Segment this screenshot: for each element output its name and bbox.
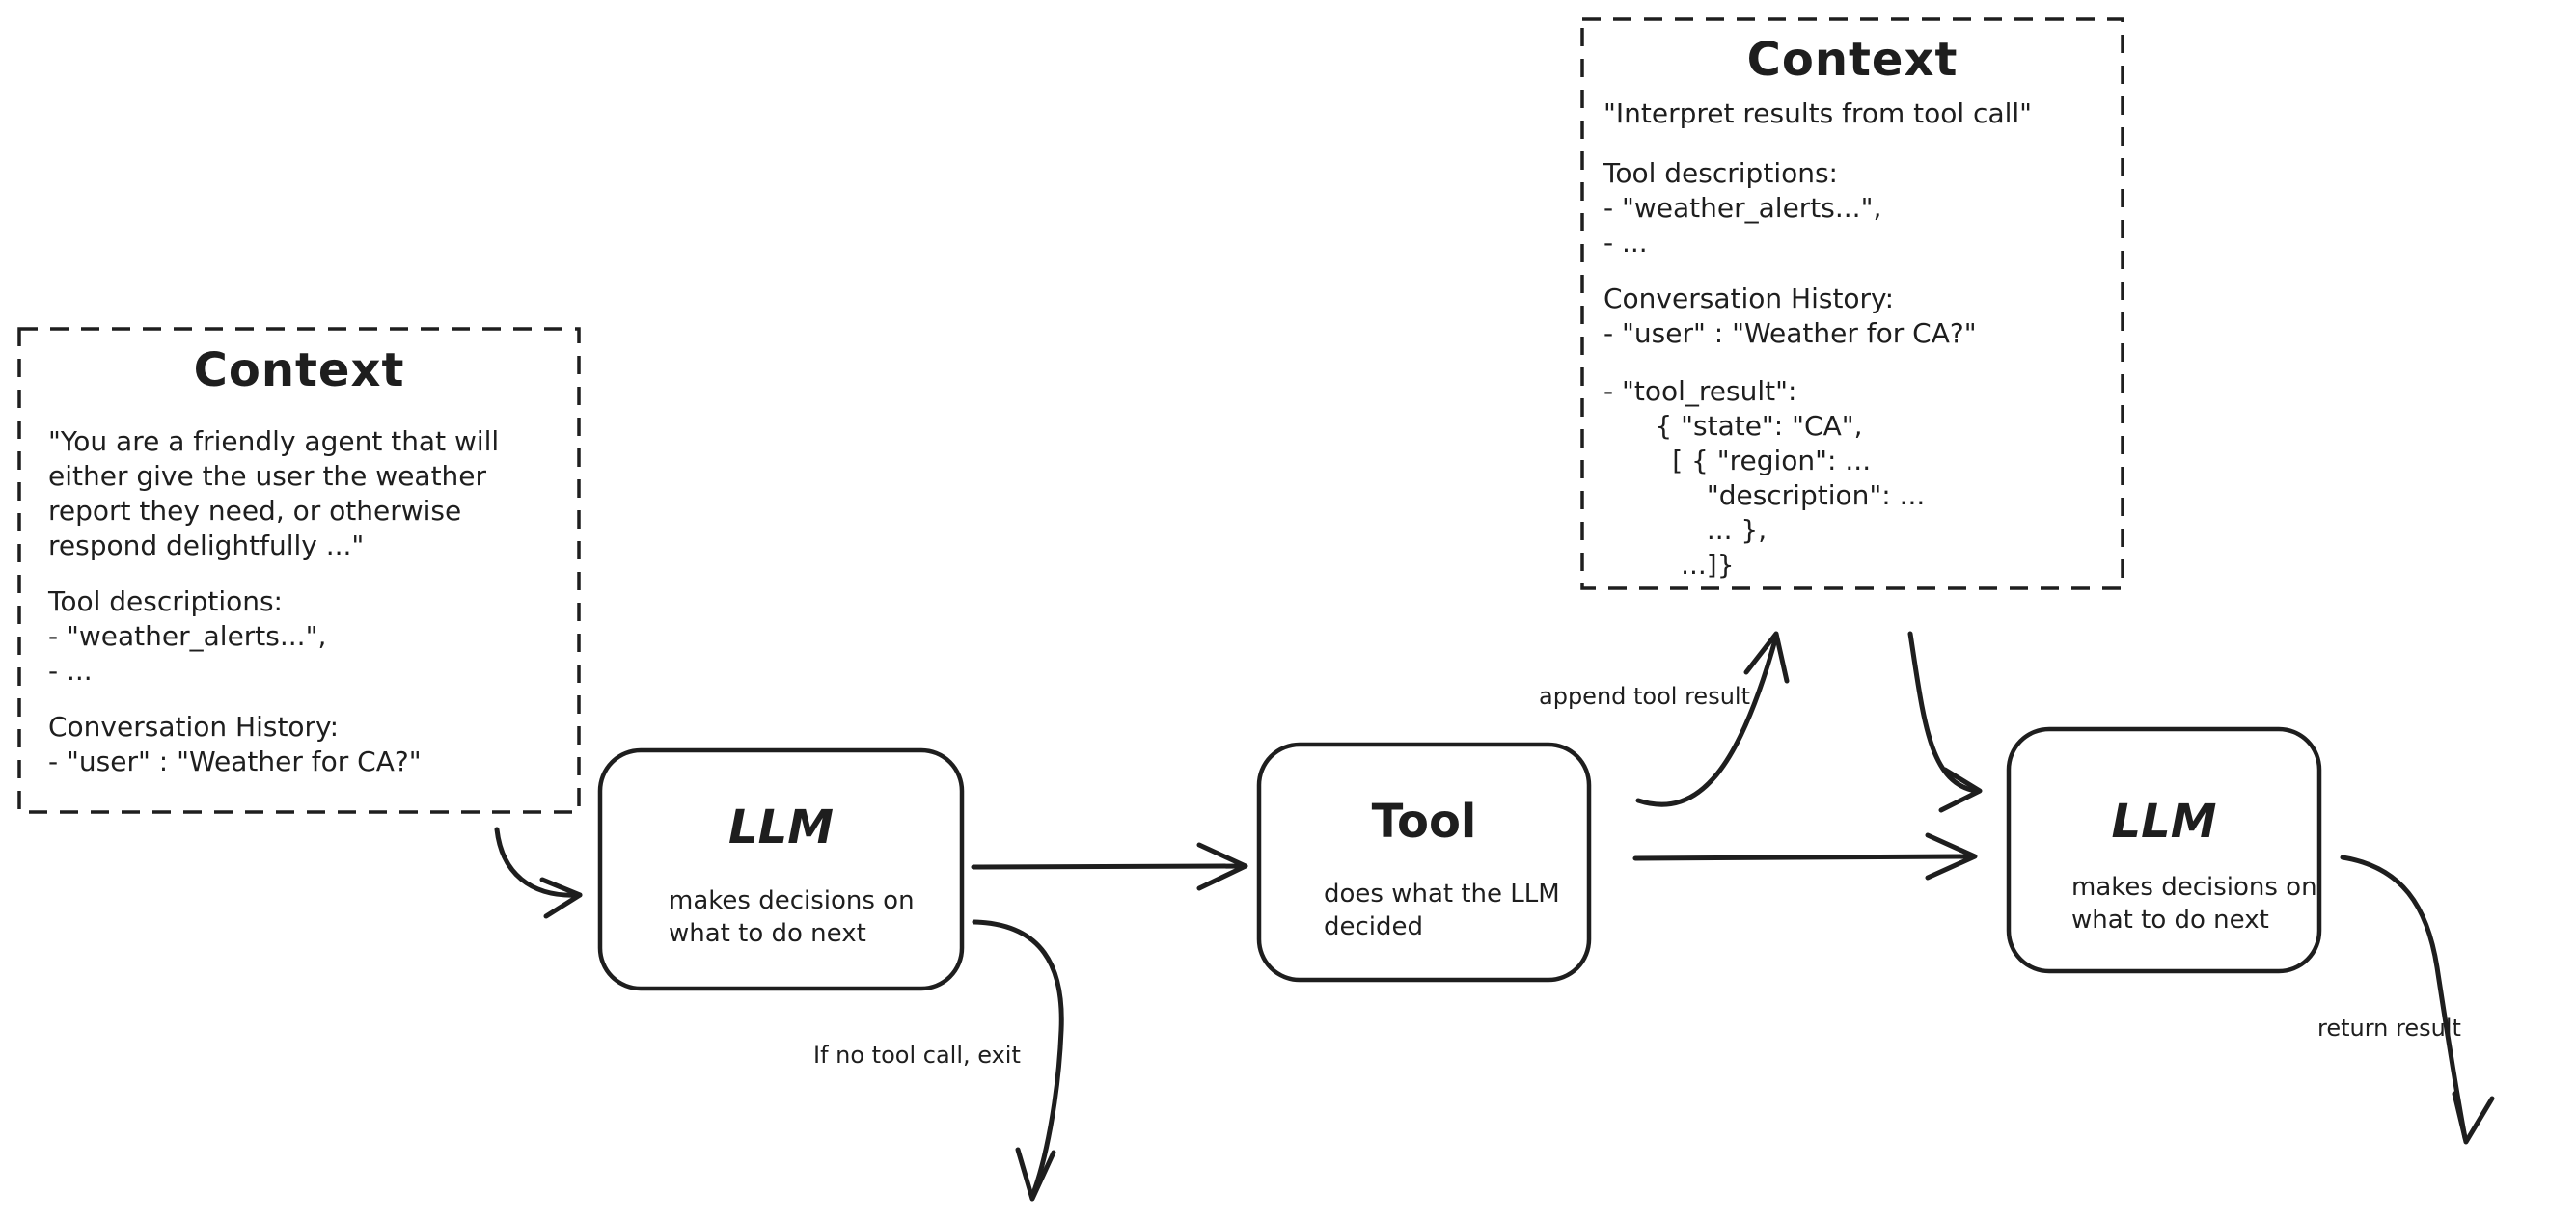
context-after-tool-body: "Interpret results from tool call" Tool … [1603,96,2110,583]
context-after-tool-box: Context [1582,33,2123,87]
llm-first-node-title: LLM [728,800,834,855]
conversation-history-text: Conversation History: - "user" : "Weathe… [1603,283,1977,349]
interpret-instruction-text: "Interpret results from tool call" [1603,97,2033,129]
context-initial-title: Context [193,343,405,397]
llm-second-node-subtitle: makes decisions on what to do next [2071,873,2317,935]
system-prompt-text: "You are a friendly agent that will eith… [48,425,500,561]
tool-node-title: Tool [1371,795,1477,849]
tool-outline [1256,742,1592,983]
tool-node-subtitle: does what the LLM decided [1324,880,1560,941]
tool-descriptions-text: Tool descriptions: - "weather_alerts..."… [48,585,327,687]
context-initial-outline [17,327,581,814]
arrow-no-tool-call-exit [972,919,1064,1202]
arrow-append-tool-result [1635,631,1790,807]
edge-label-no-tool-call-exit: If no tool call, exit [813,1042,1021,1069]
arrow-context-to-second-llm [1907,631,1983,813]
llm-second-outline [2006,726,2322,974]
context-after-tool-title: Context [1746,33,1959,87]
arrow-return-result [2340,855,2495,1145]
tool-descriptions-text: Tool descriptions: - "weather_alerts..."… [1603,157,1882,258]
conversation-history-text: Conversation History: - "user" : "Weathe… [48,711,422,777]
llm-second-node-title: LLM [2111,795,2217,849]
edge-label-append-tool-result: append tool result [1539,683,1750,710]
edge-label-return-result: return result [2317,1015,2461,1042]
llm-first-outline [597,747,965,991]
llm-first-node-subtitle: makes decisions on what to do next [669,886,915,948]
tool-result-text: - "tool_result": { "state": "CA", [ { "r… [1603,375,1926,581]
arrow-context-to-llm [494,827,583,919]
context-initial-box: Context [19,343,579,397]
arrow-tool-to-llm [1632,832,1978,881]
context-initial-body: "You are a friendly agent that will eith… [48,424,560,779]
arrow-llm-to-tool [971,842,1248,891]
